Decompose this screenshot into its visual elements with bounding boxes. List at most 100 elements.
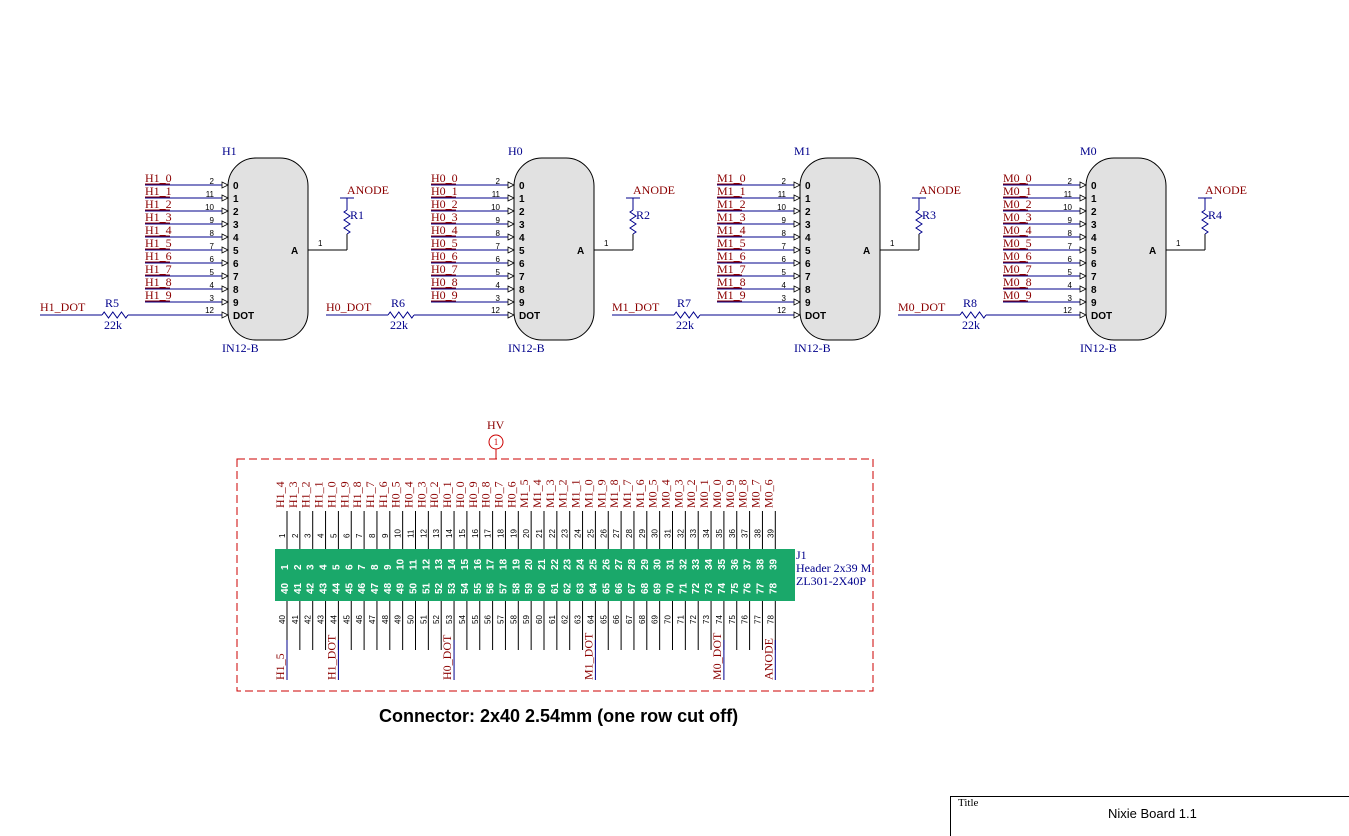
header-pin-label: 15 (460, 558, 471, 570)
pin-number: 10 (1063, 203, 1072, 212)
hv-port (488, 434, 504, 450)
tube-part: IN12-B (222, 341, 259, 355)
pin-number: 2 (496, 177, 501, 186)
pin-arrow (507, 285, 515, 293)
header-pin-label: 5 (331, 564, 342, 570)
pin-number: 42 (304, 615, 313, 624)
title-block: Title Nixie Board 1.1 (950, 796, 1349, 836)
pin-number: 3 (782, 294, 787, 303)
pin-number: 7 (210, 242, 215, 251)
pin-name: 8 (805, 285, 811, 296)
pin-number: 7 (1068, 242, 1073, 251)
pin-number: 10 (394, 529, 403, 538)
pin-number: 3 (304, 533, 313, 538)
pin-name: 6 (233, 259, 239, 270)
pin-arrow (221, 311, 229, 319)
header-pin-label: 75 (730, 582, 741, 594)
anode-net-label: ANODE (633, 183, 675, 197)
connector-net-label: M1_9 (594, 479, 608, 508)
dot-resistor (101, 311, 129, 319)
header-pin-label: 25 (588, 558, 599, 570)
pin-arrow (1079, 233, 1087, 241)
pin-number: 11 (778, 190, 787, 199)
pin-number: 5 (782, 268, 787, 277)
pin-number: 71 (676, 615, 685, 624)
net-label: H1_5 (145, 236, 172, 250)
header-body (275, 549, 795, 601)
header-pin-label: 63 (576, 582, 587, 594)
net-label: M0_2 (1003, 197, 1032, 211)
anode-pin-number: 1 (604, 239, 609, 248)
header-pin-label: 68 (640, 582, 651, 594)
pin-name: 0 (805, 181, 811, 192)
header-pin-label: 55 (473, 582, 484, 594)
net-label: M1_5 (717, 236, 746, 250)
pin-name: 6 (805, 259, 811, 270)
anode-net-label: ANODE (1205, 183, 1247, 197)
header-pin-label: 35 (717, 558, 728, 570)
pin-number: 6 (1068, 255, 1073, 264)
anode-pin-name: A (577, 246, 584, 257)
pin-number: 69 (651, 615, 660, 624)
header-pin-label: 46 (357, 582, 368, 594)
pin-number: 4 (496, 281, 501, 290)
connector-net-label: H1_5 (273, 653, 287, 680)
header-pin-label: 14 (447, 558, 458, 570)
pin-arrow (793, 272, 801, 280)
anode-resistor (1201, 209, 1209, 235)
pin-number: 52 (432, 615, 441, 624)
header-pin-label: 59 (524, 582, 535, 594)
header-pin-label: 38 (755, 558, 766, 570)
pin-name: 7 (519, 272, 525, 283)
pin-arrow (507, 207, 515, 215)
pin-number: 43 (317, 615, 326, 624)
pin-number: 66 (612, 615, 621, 624)
pin-number: 9 (1068, 216, 1073, 225)
pin-number: 12 (419, 529, 428, 538)
pin-number: 33 (689, 529, 698, 538)
dot-pin-number: 12 (491, 306, 500, 315)
tube-body (1085, 157, 1167, 341)
net-label: H1_4 (145, 223, 172, 237)
pin-name: 3 (1091, 220, 1097, 231)
pin-arrow (793, 181, 801, 189)
pin-name: 2 (805, 207, 811, 218)
pin-name: 0 (519, 181, 525, 192)
pin-number: 26 (599, 529, 608, 538)
pin-number: 18 (496, 529, 505, 538)
header-pin-label: 27 (614, 558, 625, 570)
pin-name: 5 (233, 246, 239, 257)
pin-number: 67 (625, 615, 634, 624)
hv-label: HV (487, 418, 505, 432)
header-pin-label: 24 (576, 558, 587, 570)
dot-pin-number: 12 (1063, 306, 1072, 315)
dot-resistor-value: 22k (104, 318, 122, 332)
pin-arrow (221, 246, 229, 254)
pin-number: 53 (445, 615, 454, 624)
pin-arrow (1079, 259, 1087, 267)
header-pin-label: 4 (319, 564, 330, 570)
connector-net-label: H0_4 (402, 481, 416, 508)
pin-arrow (1079, 220, 1087, 228)
header-pin-label: 54 (460, 582, 471, 594)
pin-arrow (1079, 285, 1087, 293)
pin-name: 9 (1091, 298, 1097, 309)
anode-resistor-designator: R3 (922, 208, 936, 222)
header-pin-label: 17 (486, 558, 497, 570)
pin-number: 2 (210, 177, 215, 186)
pin-number: 65 (599, 615, 608, 624)
header-pin-label: 11 (409, 559, 420, 570)
pin-number: 5 (496, 268, 501, 277)
header-pin-label: 30 (653, 558, 664, 570)
pin-number: 8 (782, 229, 787, 238)
header-pin-label: 16 (473, 558, 484, 570)
connector-net-label: H0_1 (440, 481, 454, 508)
net-label: M1_4 (717, 223, 746, 237)
pin-name: 1 (1091, 194, 1097, 205)
pin-number: 5 (210, 268, 215, 277)
header-pin-label: 33 (691, 558, 702, 570)
pin-number: 8 (1068, 229, 1073, 238)
pin-number: 4 (210, 281, 215, 290)
pin-number: 13 (432, 529, 441, 538)
